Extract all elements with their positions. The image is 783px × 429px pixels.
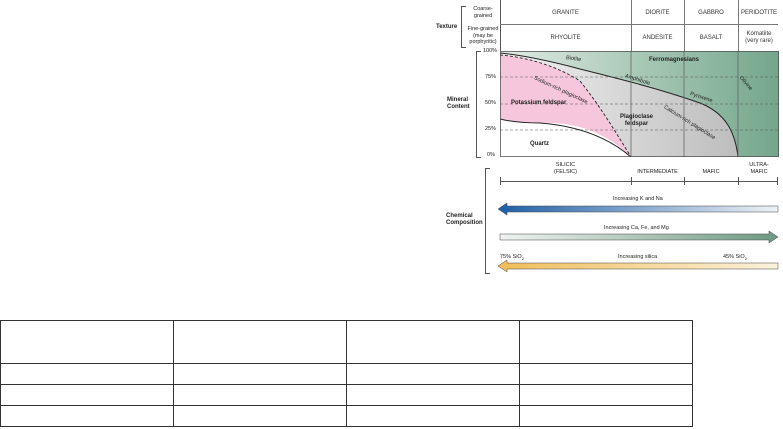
label-quartz: Quartz bbox=[530, 141, 550, 147]
region-quartz bbox=[500, 119, 631, 157]
composition-arrows bbox=[498, 202, 779, 273]
rock-basalt: BASALT bbox=[699, 34, 723, 41]
table-cell bbox=[0, 384, 174, 406]
rock-diorite: DIORITE bbox=[645, 9, 670, 16]
table-row bbox=[0, 384, 693, 406]
table-row bbox=[0, 320, 693, 364]
arrow-label-ca-fe-mg: Increasing Ca, Fe, and Mg bbox=[604, 225, 669, 231]
table-cell bbox=[0, 363, 174, 385]
arrow-label-k-na: Increasing K and Na bbox=[613, 196, 663, 202]
table-cell bbox=[519, 363, 693, 385]
table-cell bbox=[346, 363, 520, 385]
class-silicic: SILICIC (FELSIC) bbox=[554, 162, 577, 175]
region-potassium-feldspar bbox=[500, 55, 631, 157]
arrow-k-na bbox=[498, 202, 779, 216]
tick-25: 25% bbox=[485, 126, 497, 132]
composition-scale-line bbox=[500, 181, 778, 182]
rock-gabbro: GABBRO bbox=[698, 9, 724, 16]
mineral-chart bbox=[500, 51, 779, 157]
label-plagioclase: Plagioclase feldspar bbox=[620, 114, 654, 127]
region-plagioclase bbox=[500, 53, 738, 157]
table-cell bbox=[173, 384, 347, 406]
col-divider-1 bbox=[631, 0, 632, 51]
scale-tick-3 bbox=[738, 177, 739, 185]
rock-granite: GRANITE bbox=[552, 9, 579, 16]
table-cell bbox=[0, 320, 174, 364]
label-ferromagnesians: Ferromagnesians bbox=[649, 57, 700, 63]
blank-table bbox=[0, 320, 693, 427]
arrow-silica bbox=[498, 259, 779, 273]
rock-rhyolite: RHYOLITE bbox=[550, 34, 581, 41]
rock-andesite: ANDESITE bbox=[642, 34, 673, 41]
table-cell bbox=[0, 405, 174, 427]
coarse-grained-label: Coarse- grained bbox=[473, 6, 493, 19]
tick-0: 0% bbox=[487, 152, 495, 158]
table-row bbox=[0, 363, 693, 385]
texture-row-divider bbox=[500, 24, 778, 25]
tick-75: 75% bbox=[485, 74, 497, 80]
texture-label: Texture bbox=[436, 24, 458, 30]
class-mafic: MAFIC bbox=[702, 169, 720, 175]
chemical-bracket bbox=[485, 168, 490, 274]
table-cell bbox=[173, 405, 347, 427]
boundary-quartz bbox=[500, 118, 632, 157]
table-cell bbox=[346, 320, 520, 364]
table-row bbox=[0, 405, 693, 427]
table-cell bbox=[346, 384, 520, 406]
rock-komatiite: Komatiite (very rare) bbox=[745, 31, 773, 44]
class-intermediate: INTERMEDIATE bbox=[637, 169, 678, 175]
sio2-high-label: 75% SiO2 bbox=[500, 254, 524, 262]
chemical-composition-label: Chemical Composition bbox=[446, 213, 483, 226]
arrow-label-silica: Increasing silica bbox=[618, 254, 658, 260]
texture-bracket bbox=[461, 6, 466, 48]
mineral-content-label: Mineral Content bbox=[447, 97, 470, 110]
region-ferromagnesians bbox=[500, 51, 779, 157]
table-cell bbox=[173, 320, 347, 364]
table-cell bbox=[519, 320, 693, 364]
boundary-biotite bbox=[500, 52, 739, 157]
mineral-bracket bbox=[476, 51, 481, 158]
sio2-low-label: 45% SiO2 bbox=[723, 254, 747, 262]
scale-tick-1 bbox=[631, 177, 632, 185]
table-cell bbox=[346, 405, 520, 427]
class-ultramafic: ULTRA- MAFIC bbox=[749, 162, 769, 175]
table-cell bbox=[173, 363, 347, 385]
table-cell bbox=[519, 405, 693, 427]
scale-tick-4 bbox=[777, 177, 778, 185]
table-cell bbox=[519, 384, 693, 406]
scale-tick-2 bbox=[684, 177, 685, 185]
tick-50: 50% bbox=[485, 100, 497, 106]
col-divider-3 bbox=[738, 0, 739, 51]
rock-peridotite: PERIDOTITE bbox=[740, 9, 777, 16]
label-potassium-feldspar: Potassium feldspar bbox=[511, 100, 567, 106]
arrow-ca-fe-mg bbox=[499, 230, 779, 244]
col-divider-2 bbox=[684, 0, 685, 51]
scale-tick-0 bbox=[500, 177, 501, 185]
tick-100: 100% bbox=[483, 48, 498, 54]
fine-grained-label: Fine-grained (may be porphyritic) bbox=[467, 26, 499, 45]
